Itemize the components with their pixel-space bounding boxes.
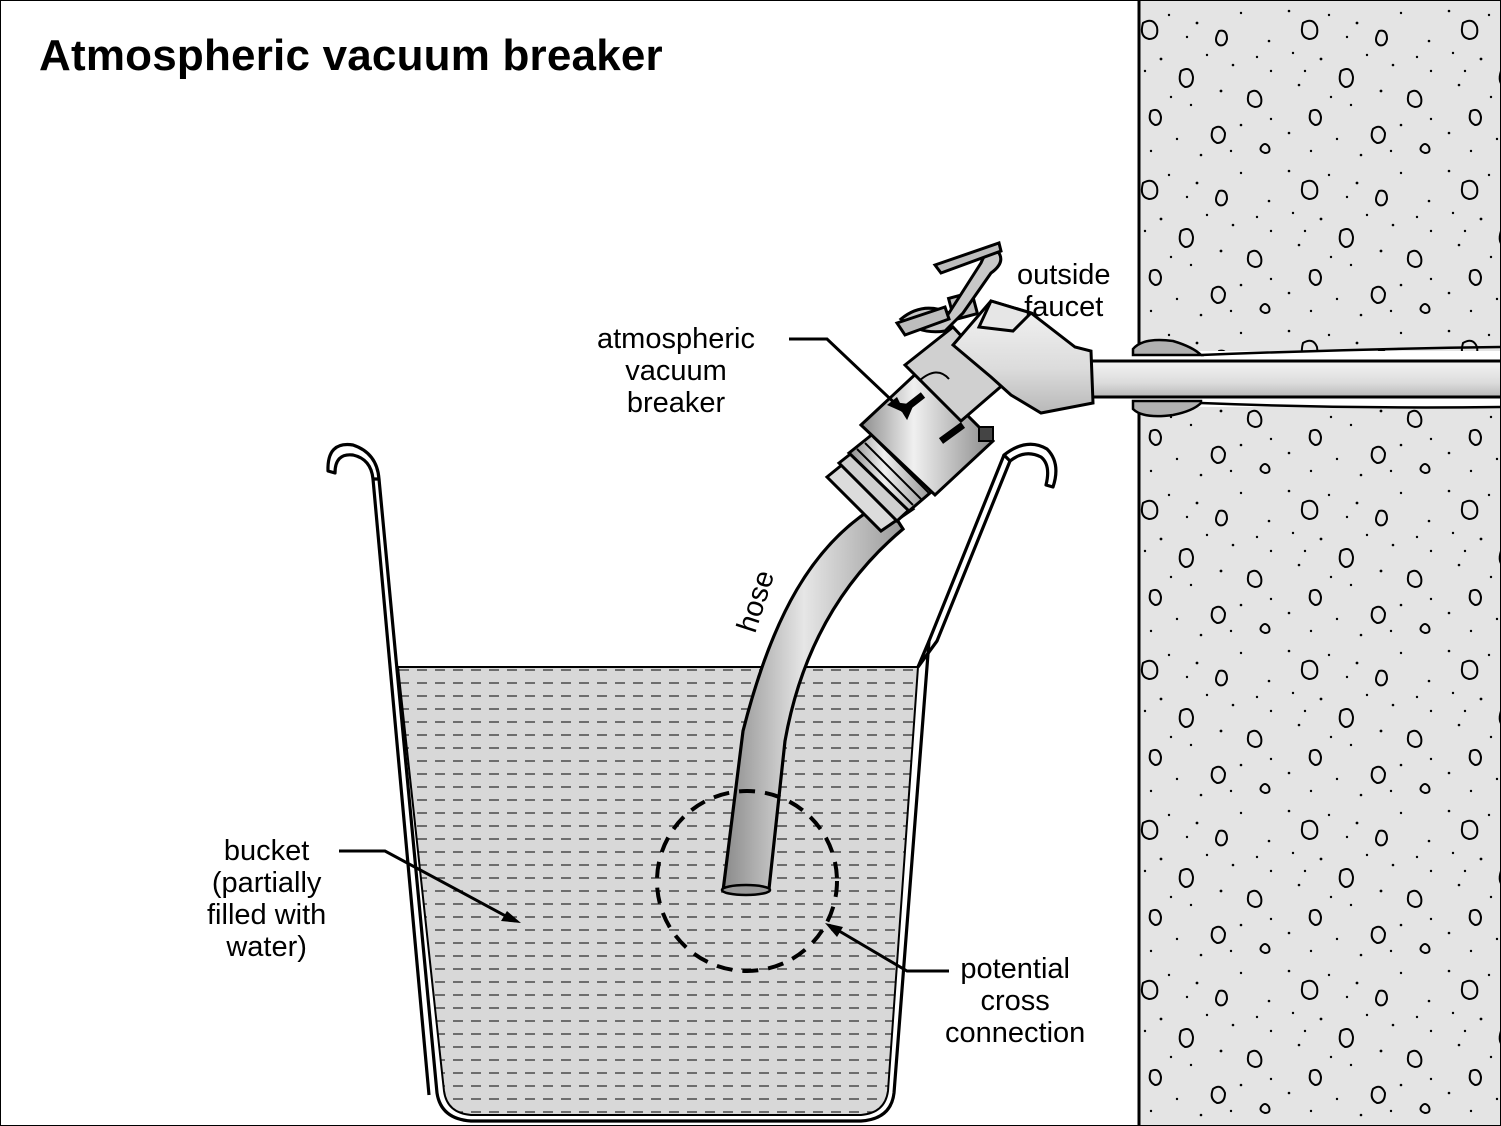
label-vacuum-breaker-line-2: vacuum [625,355,727,387]
label-outside-faucet: outside faucet [1017,259,1111,323]
label-outside-faucet-line-1: outside [1017,259,1111,291]
label-cross-connection: potential cross connection [945,953,1085,1049]
vacuum-breaker-arrowhead [887,397,905,413]
bucket-leader [339,849,516,923]
label-bucket-line-3: filled with [207,899,327,931]
leader-arrowheads [501,397,905,937]
outside-faucet [894,241,1095,415]
label-cross-connection-line-3: connection [945,1017,1086,1049]
label-vacuum-breaker: atmospheric vacuum breaker [597,323,755,419]
label-bucket-line-4: water) [226,931,307,963]
hose-coupling [824,426,940,533]
label-cross-connection-line-1: potential [960,953,1070,985]
label-bucket-line-1: bucket [223,835,310,867]
label-vacuum-breaker-line-3: breaker [626,387,726,419]
cross-connection-arrowhead [825,923,843,937]
cross-connection-circle [655,789,839,973]
diagram-title: Atmospheric vacuum breaker [39,31,663,80]
supply-pipe [1079,338,1500,418]
cross-connection-leader [828,923,949,973]
vacuum-breaker-leader [789,337,905,413]
bucket [326,442,1058,1123]
label-cross-connection-line-2: cross [980,985,1050,1017]
label-bucket-line-2: (partially [211,867,322,899]
bucket-arrowhead [501,911,521,923]
concrete-wall [1137,1,1500,1125]
leader-lines [339,337,949,973]
label-vacuum-breaker-line-1: atmospheric [597,323,755,355]
label-outside-faucet-line-2: faucet [1024,291,1104,323]
label-bucket: bucket (partially filled with water) [207,835,326,963]
